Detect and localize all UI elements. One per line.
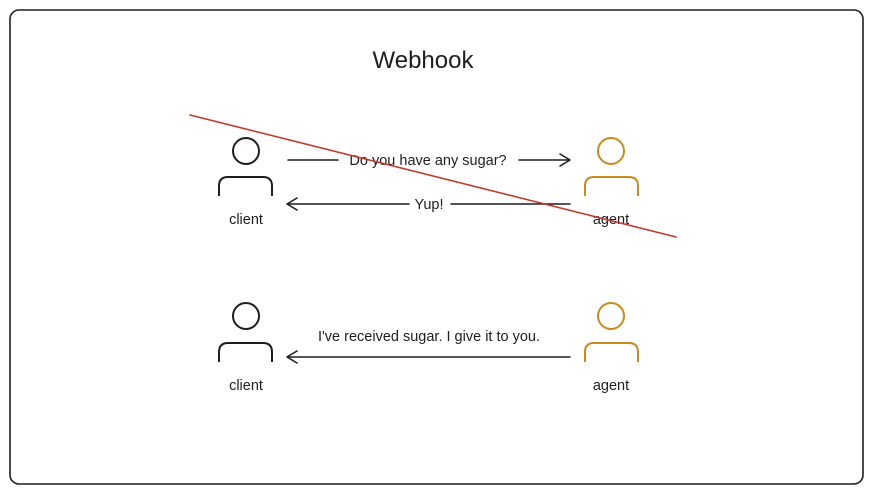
callback-message: I've received sugar. I give it to you.	[318, 329, 540, 345]
agent-person-icon	[584, 137, 639, 196]
client-person-icon	[218, 137, 273, 196]
diagram-frame	[9, 9, 864, 485]
agent-label: agent	[593, 378, 629, 394]
strike-through-line	[189, 114, 677, 238]
scenario-webhook: client agent I've received sugar. I give…	[218, 302, 639, 394]
client-label: client	[229, 212, 263, 228]
client-person-icon	[218, 302, 273, 362]
response-arrow	[286, 197, 571, 211]
agent-person-icon	[584, 302, 639, 362]
client-label: client	[229, 378, 263, 394]
diagram-title: Webhook	[373, 47, 475, 74]
callback-arrow	[286, 350, 571, 364]
request-arrow	[287, 153, 571, 167]
response-message: Yup!	[414, 197, 443, 213]
scenario-polling: client agent Do you have any sugar? Yup!	[189, 114, 677, 238]
